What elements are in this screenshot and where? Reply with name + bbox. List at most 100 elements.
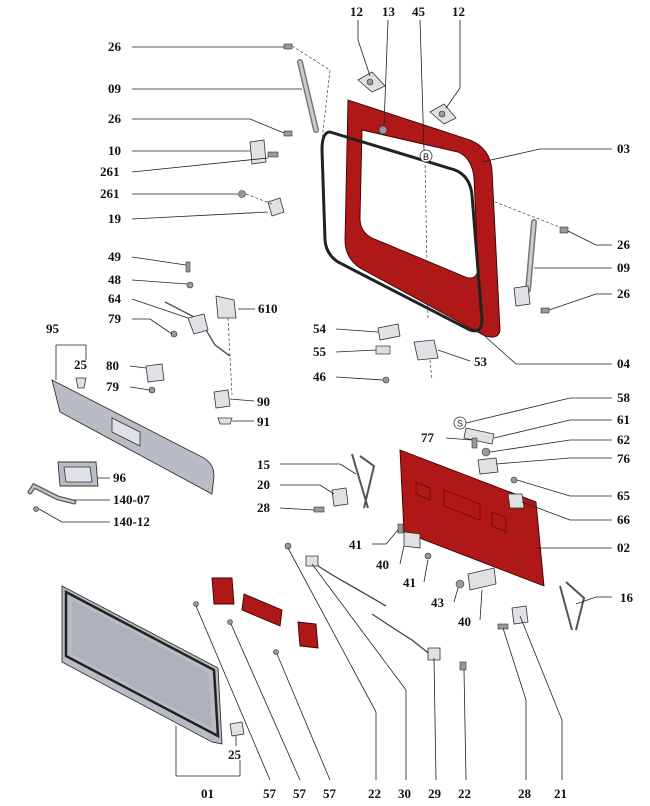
lock-rod-part-64 <box>164 301 231 357</box>
bolt-part-26-c <box>559 226 569 234</box>
label-12-top-right: 12 <box>452 4 465 19</box>
label-66: 66 <box>617 512 631 527</box>
label-16: 16 <box>620 590 634 605</box>
screw-part-22-b <box>459 661 467 671</box>
label-53: 53 <box>474 354 488 369</box>
label-41-a: 41 <box>349 537 362 552</box>
nut-part-62 <box>481 447 491 457</box>
part-labels: 12 13 45 12 26 09 26 10 261 261 19 49 48… <box>46 4 634 801</box>
gas-strut-part-09-right <box>489 199 563 293</box>
gas-strut-part-09-left <box>291 45 331 141</box>
screw-part-77 <box>471 437 478 449</box>
hinge-part-12-left <box>357 71 386 93</box>
clip-part-25-b <box>229 721 245 737</box>
label-76: 76 <box>617 451 631 466</box>
label-26-a: 26 <box>108 39 122 54</box>
label-65: 65 <box>617 488 631 503</box>
bracket-part-20 <box>331 487 349 507</box>
bracket-part-40-a <box>403 531 421 549</box>
screw-part-46 <box>382 376 390 384</box>
label-91: 91 <box>257 414 270 429</box>
label-28-b: 28 <box>518 786 532 801</box>
label-26-d: 26 <box>617 286 631 301</box>
bracket-part-10 <box>249 139 267 165</box>
cable-part-30 <box>305 555 387 607</box>
marker-b: B <box>419 149 433 163</box>
svg-text:B: B <box>423 152 429 162</box>
bracket-part-09-mount <box>513 285 531 307</box>
label-261-a: 261 <box>100 164 120 179</box>
handle-part-61 <box>463 427 495 445</box>
screw-part-57-a <box>193 601 199 607</box>
bolt-part-26-d <box>540 307 550 314</box>
label-04: 04 <box>617 356 631 371</box>
bolt-part-28-a <box>313 506 325 513</box>
svg-text:S: S <box>457 419 463 429</box>
label-20: 20 <box>257 477 270 492</box>
nut-part-13 <box>378 125 388 135</box>
hinge-part-12-right <box>429 103 457 125</box>
bracket-part-80 <box>145 363 165 383</box>
label-140-12: 140-12 <box>113 514 150 529</box>
label-40-a: 40 <box>376 557 389 572</box>
inner-panel-part-01 <box>61 585 223 745</box>
check-strap-part-16 <box>559 581 586 631</box>
label-58: 58 <box>617 390 631 405</box>
screw-part-41-a <box>397 523 404 534</box>
label-79-a: 79 <box>108 311 122 326</box>
pin-part-49 <box>185 261 191 273</box>
label-64: 64 <box>108 291 122 306</box>
screw-part-65 <box>510 476 518 484</box>
bolt-part-26-b <box>283 130 293 137</box>
handle-part-96 <box>57 461 99 487</box>
support-arm-part-15 <box>351 453 376 509</box>
label-79-b: 79 <box>106 379 120 394</box>
label-22-b: 22 <box>458 786 471 801</box>
label-26-c: 26 <box>617 237 631 252</box>
label-25-a: 25 <box>74 357 88 372</box>
label-40-b: 40 <box>458 614 471 629</box>
label-25-b: 25 <box>228 747 242 762</box>
leader-lines <box>38 19 612 781</box>
nut-part-43 <box>455 579 465 589</box>
tailgate-part-02 <box>399 449 545 587</box>
label-261-b: 261 <box>100 186 120 201</box>
label-57-a: 57 <box>263 786 277 801</box>
trim-panel-part-95 <box>51 379 215 495</box>
cable-part-29 <box>371 613 441 661</box>
bolt-part-26-a <box>283 43 293 50</box>
label-95: 95 <box>46 321 60 336</box>
label-90: 90 <box>257 394 270 409</box>
bracket-part-19 <box>267 197 285 217</box>
label-49: 49 <box>108 249 122 264</box>
pad-part-57-a <box>211 577 235 605</box>
label-01: 01 <box>201 786 214 801</box>
label-96: 96 <box>113 470 127 485</box>
screw-part-57-b <box>227 619 233 625</box>
window-seal-part-04 <box>320 130 484 333</box>
bracket-part-54 <box>377 323 401 341</box>
label-77: 77 <box>421 430 435 445</box>
clip-part-79-a <box>170 330 178 338</box>
marker-s: S <box>453 416 467 430</box>
latch-part-76 <box>477 457 499 475</box>
label-45: 45 <box>412 4 426 19</box>
screw-part-22-a <box>284 542 292 550</box>
label-10: 10 <box>108 143 121 158</box>
label-13: 13 <box>382 4 396 19</box>
label-29: 29 <box>428 786 442 801</box>
pad-part-57-c <box>297 621 319 649</box>
label-12-top-left: 12 <box>350 4 363 19</box>
buffer-part-55 <box>375 345 391 355</box>
bolt-part-261-a <box>267 151 279 158</box>
label-57-c: 57 <box>323 786 337 801</box>
label-09-right: 09 <box>617 260 631 275</box>
hinge-part-40-b <box>467 567 497 591</box>
latch-part-610 <box>215 295 237 396</box>
screw-part-57-c <box>273 649 279 655</box>
label-22-a: 22 <box>368 786 381 801</box>
latch-part-21 <box>511 605 529 625</box>
label-21: 21 <box>554 786 567 801</box>
clip-part-91 <box>217 417 233 425</box>
